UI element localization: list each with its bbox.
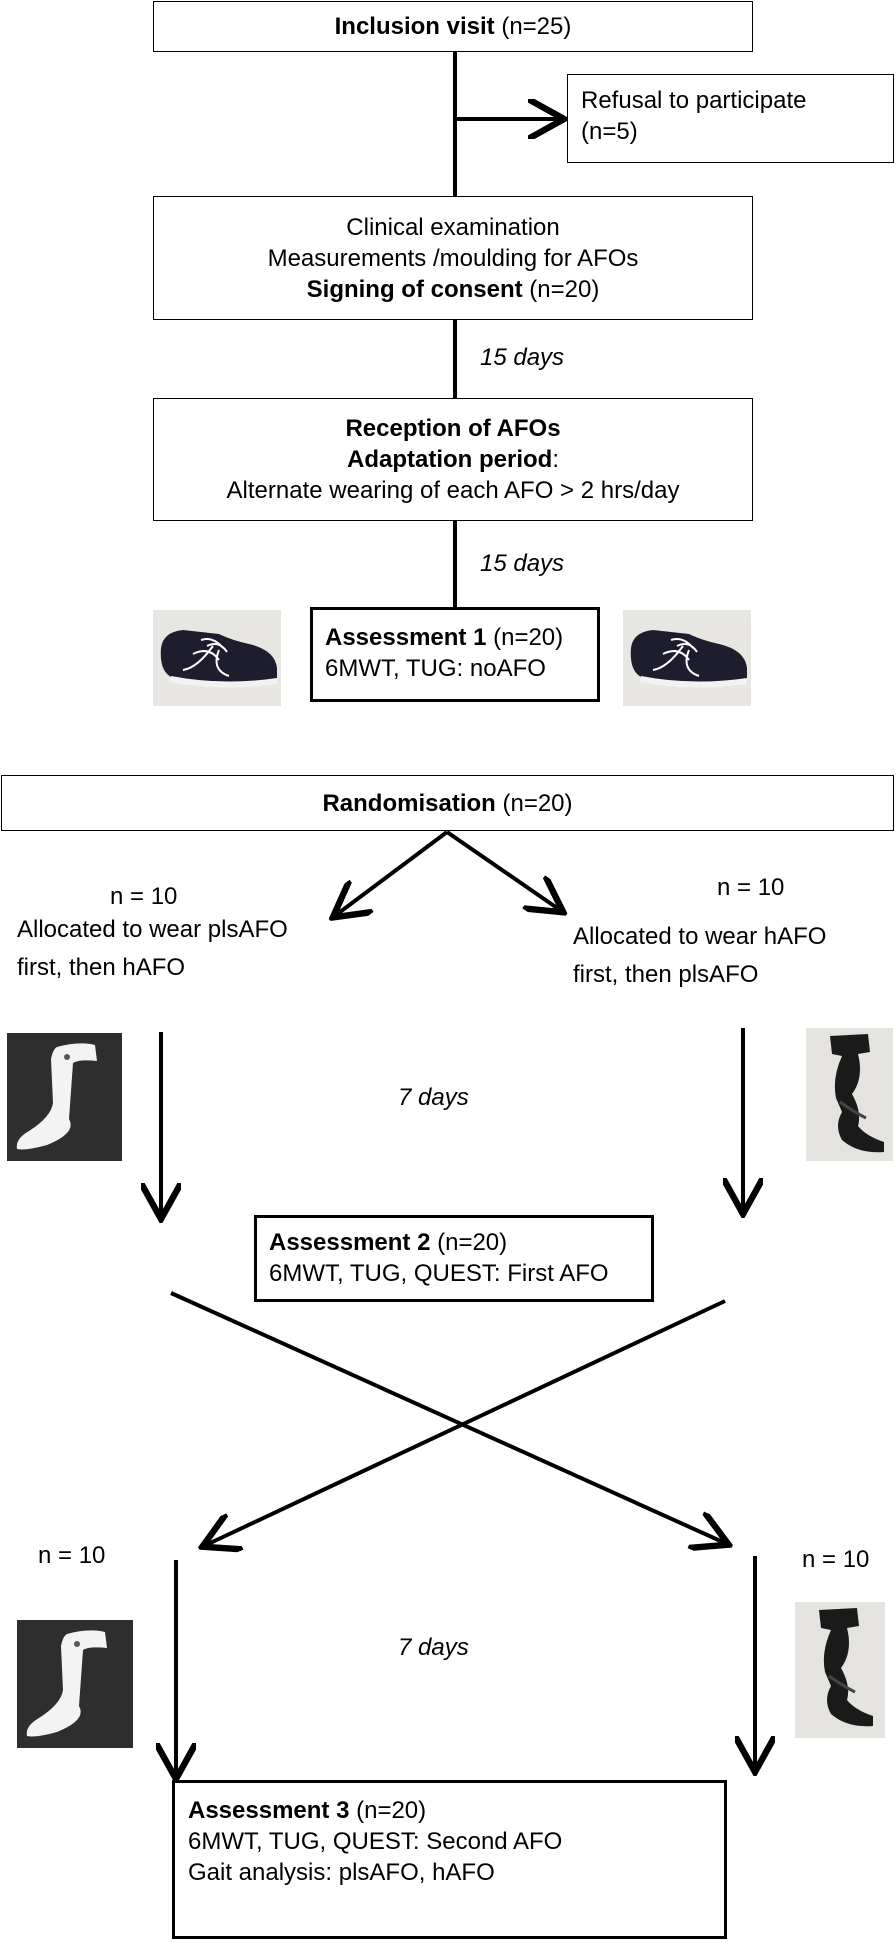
arrow-randomisation-left (336, 830, 449, 915)
shoe-photo-right (623, 610, 751, 706)
interval-7-days-2: 7 days (398, 1634, 469, 1661)
consent-count: (n=20) (522, 275, 600, 303)
measurements-label: Measurements /moulding for AFOs (267, 244, 639, 272)
right-group-allocation: Allocated to wear hAFO (573, 923, 827, 950)
adaptation-colon: : (552, 446, 559, 473)
inclusion-visit-count: (n=25) (494, 13, 572, 40)
reception-title: Reception of AFOs (345, 415, 561, 442)
refusal-box: Refusal to participate (n=5) (567, 74, 894, 163)
right-group-order: first, then plsAFO (573, 961, 759, 988)
plastic-afo-photo-1 (7, 1033, 122, 1161)
left-crossover-count: n = 10 (38, 1542, 106, 1569)
left-group-order: first, then hAFO (17, 954, 186, 981)
interval-15-days-1: 15 days (480, 344, 565, 371)
hinged-afo-photo-1 (806, 1028, 893, 1161)
assessment-3-title: Assessment 3 (188, 1797, 350, 1824)
left-group-count: n = 10 (110, 883, 178, 910)
refusal-label: Refusal to participate (581, 87, 807, 114)
assessment-3-gait: Gait analysis: plsAFO, hAFO (188, 1859, 495, 1886)
randomisation-box: Randomisation (n=20) (1, 775, 894, 831)
clinical-examination-box: Clinical examination Measurements /mould… (153, 196, 753, 320)
randomisation-count: (n=20) (495, 789, 573, 817)
assessment-2-tests: 6MWT, TUG, QUEST: First AFO (269, 1260, 609, 1287)
assessment-3-count: (n=20) (349, 1797, 427, 1824)
randomisation-title: Randomisation (322, 789, 496, 817)
alternate-wearing-label: Alternate wearing of each AFO > 2 hrs/da… (226, 477, 680, 504)
assessment-3-box: Assessment 3 (n=20) 6MWT, TUG, QUEST: Se… (172, 1780, 727, 1939)
crossover-right-to-left (206, 1299, 726, 1545)
interval-15-days-2: 15 days (480, 550, 565, 577)
refusal-count: (n=5) (581, 118, 638, 145)
interval-7-days-1: 7 days (398, 1084, 469, 1111)
consent-label: Signing of consent (306, 275, 523, 303)
assessment-2-box: Assessment 2 (n=20) 6MWT, TUG, QUEST: Fi… (254, 1215, 654, 1302)
assessment-2-title: Assessment 2 (269, 1229, 431, 1256)
adaptation-title: Adaptation period (347, 446, 553, 473)
right-crossover-count: n = 10 (802, 1546, 870, 1573)
reception-box: Reception of AFOs Adaptation period: Alt… (153, 398, 753, 521)
hinged-afo-photo-2 (795, 1602, 885, 1738)
arrow-randomisation-right (445, 830, 560, 910)
assessment-1-box: Assessment 1 (n=20) 6MWT, TUG: noAFO (310, 607, 600, 702)
shoe-photo-left (153, 610, 281, 706)
assessment-1-title: Assessment 1 (325, 624, 487, 651)
clinical-examination-label: Clinical examination (346, 213, 560, 241)
assessment-1-count: (n=20) (486, 624, 564, 651)
assessment-2-count: (n=20) (430, 1229, 508, 1256)
plastic-afo-photo-2 (17, 1620, 133, 1748)
left-group-allocation: Allocated to wear plsAFO (17, 916, 288, 943)
crossover-left-to-right (170, 1291, 725, 1543)
assessment-1-tests: 6MWT, TUG: noAFO (325, 655, 546, 682)
assessment-3-tests: 6MWT, TUG, QUEST: Second AFO (188, 1828, 563, 1855)
right-group-count: n = 10 (717, 874, 785, 901)
inclusion-visit-title: Inclusion visit (334, 13, 495, 40)
inclusion-visit-box: Inclusion visit (n=25) (153, 1, 753, 52)
